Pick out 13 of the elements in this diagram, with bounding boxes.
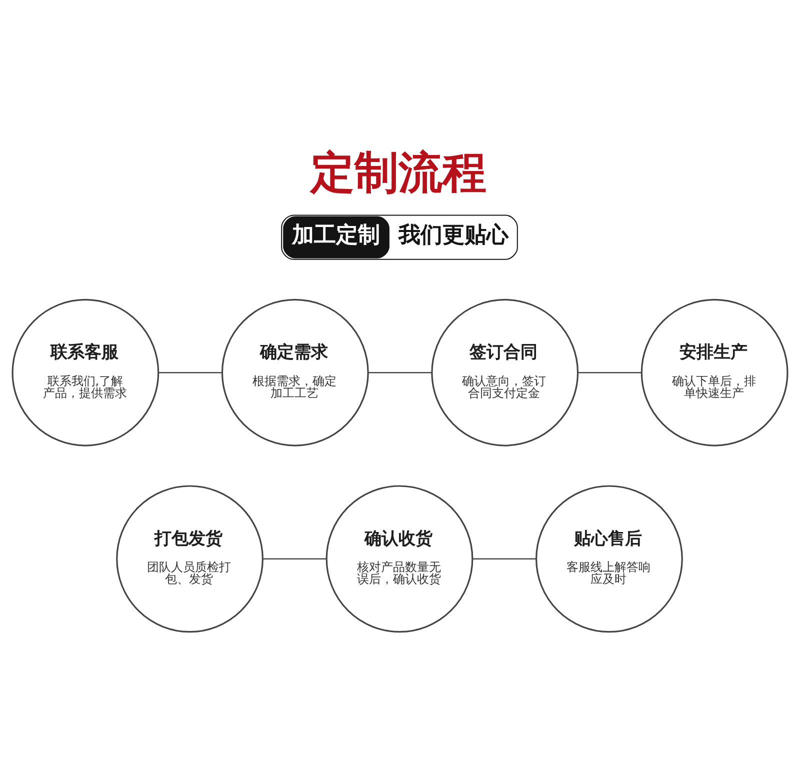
node-circle: 确定需求 根据需求，确定加工工艺 bbox=[221, 298, 369, 446]
node-circle: 贴心售后 客服线上解答响应及时 bbox=[536, 484, 683, 632]
connector bbox=[368, 372, 432, 373]
node-circle: 打包发货 团队人员质检打包、发货 bbox=[116, 484, 264, 632]
node-circle: 安排生产 确认下单后，排单快速生产 bbox=[640, 298, 788, 446]
node-circle: 签订合同 确认意向，签订合同支付定金 bbox=[431, 298, 579, 446]
node-circle: 确认收货 核对产品数量无误后，确认收货 bbox=[326, 484, 474, 632]
connector bbox=[263, 558, 326, 560]
connector bbox=[472, 558, 536, 560]
connector bbox=[578, 372, 642, 373]
connector bbox=[158, 372, 222, 373]
node-circle: 联系客服 联系我们,了解产品，提供需求 bbox=[12, 298, 160, 446]
diagram-title: 定制流程 bbox=[310, 146, 487, 198]
